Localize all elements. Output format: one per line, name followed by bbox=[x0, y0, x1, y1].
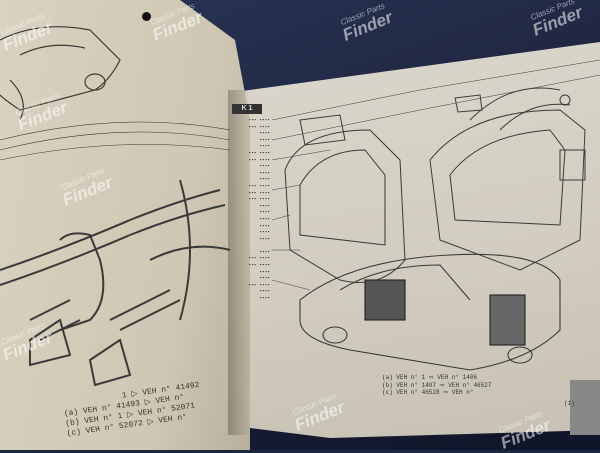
legend-line: (c) VEH n° 46528 ⇨ VEH n° bbox=[382, 389, 474, 396]
left-page bbox=[0, 0, 250, 450]
right-car-sketch bbox=[299, 253, 561, 371]
corner-thumb-tab bbox=[570, 380, 600, 435]
left-bumper-parts bbox=[0, 179, 231, 387]
book-gutter bbox=[228, 90, 250, 435]
part-number-column: ▪▪▪ ▪▪▪▪▪▪▪ ▪▪▪▪▪▪▪▪▪▪▪▪▪▪▪▪▪▪▪ ▪▪▪▪▪▪▪ … bbox=[248, 118, 270, 302]
right-door-diagram bbox=[284, 87, 586, 283]
left-callout-lines bbox=[0, 121, 231, 161]
legend-line: (a) VEH n° 1 ⇨ VEH n° 1406 bbox=[382, 374, 478, 381]
right-legend: (a) VEH n° 1 ⇨ VEH n° 1406 (b) VEH n° 14… bbox=[382, 374, 491, 397]
legend-line: (b) VEH n° 1407 ⇨ VEH n° 46527 bbox=[382, 381, 492, 389]
binding-hole bbox=[142, 12, 151, 21]
corner-label: (1) bbox=[564, 400, 575, 407]
right-callout-lines bbox=[271, 59, 600, 291]
left-car-sketch bbox=[0, 26, 121, 121]
section-badge: K 1 bbox=[232, 104, 262, 114]
